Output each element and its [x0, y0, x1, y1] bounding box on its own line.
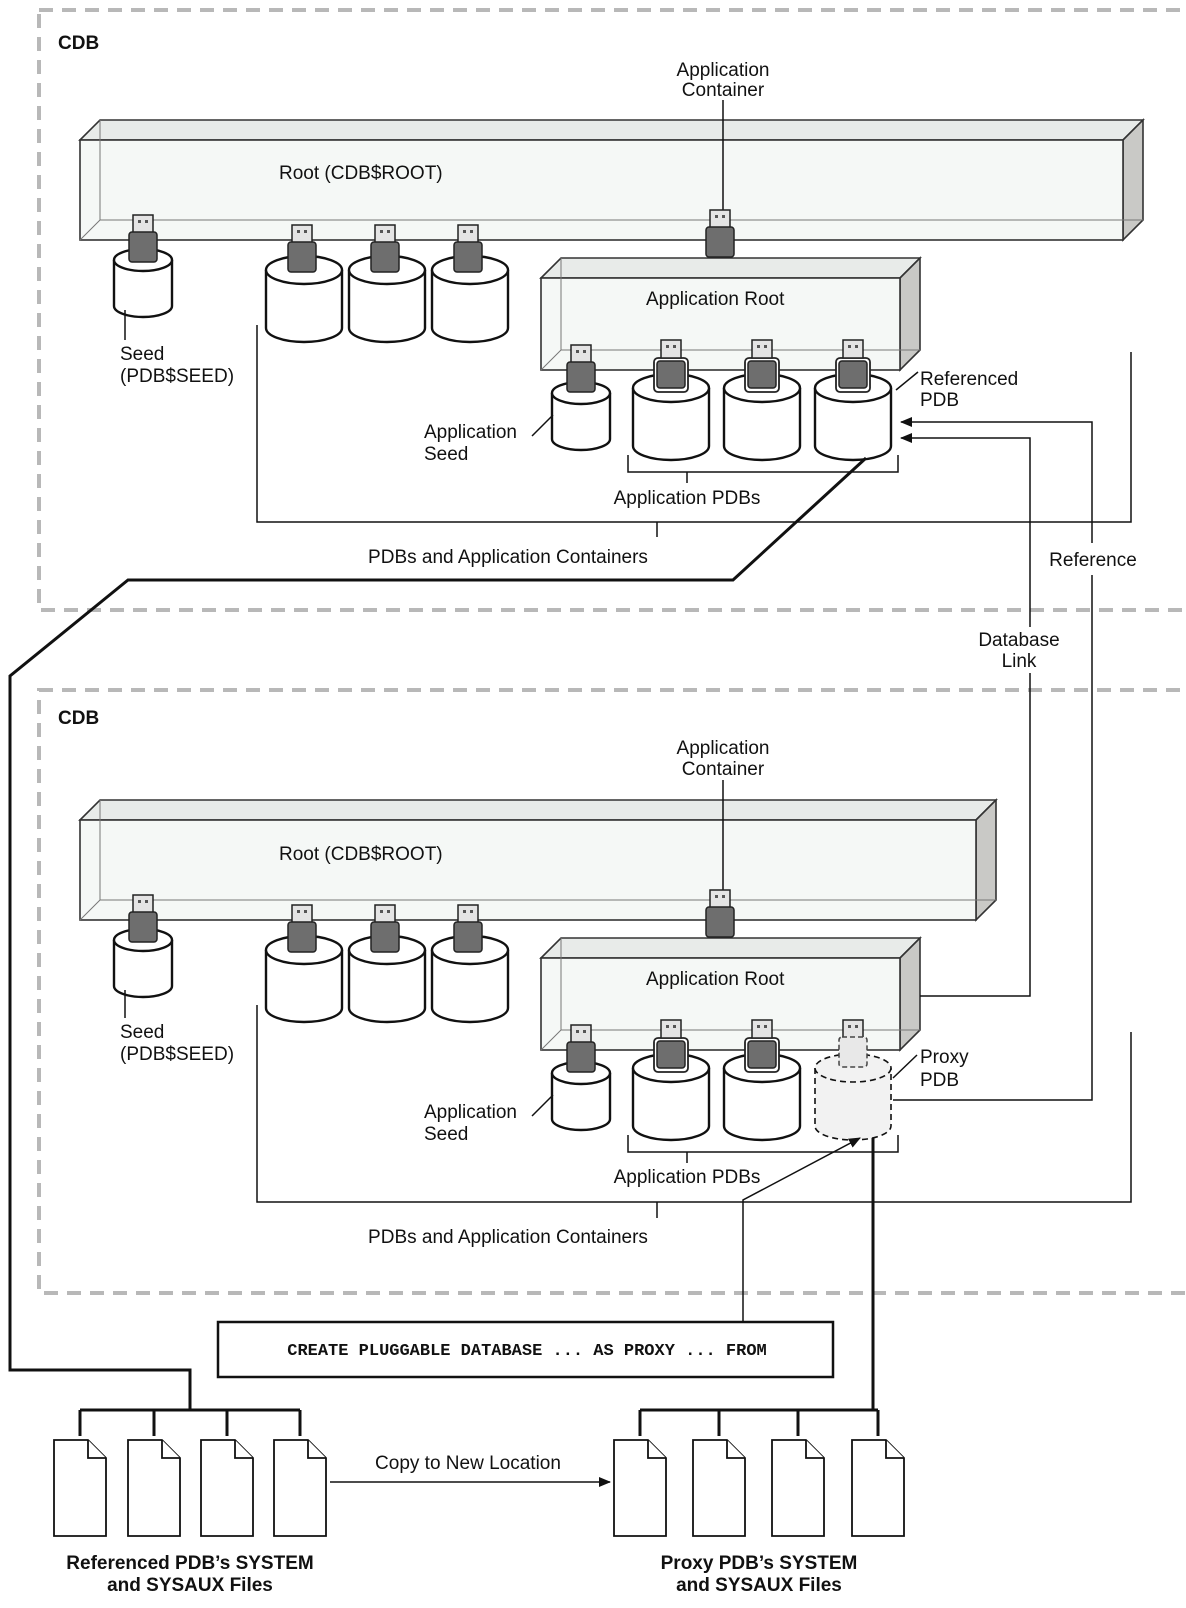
- proxy-pdb-plug-icon: [838, 1019, 868, 1068]
- app-seed-plug-icon-top: [566, 344, 596, 393]
- app-container-label-bottom-1: Application: [677, 738, 770, 759]
- app-seed-label-bottom-1: Application: [424, 1102, 517, 1123]
- pdbs-containers-label-bottom: PDBs and Application Containers: [368, 1227, 648, 1248]
- pdbs-containers-label-top: PDBs and Application Containers: [368, 547, 648, 568]
- seed-plug-icon-bottom: [128, 894, 158, 943]
- cdb-boundary-bottom: [37, 688, 1186, 1295]
- proxy-pdb-cylinder: [814, 1053, 892, 1141]
- pdb-plug-icon-bottom-3: [453, 904, 483, 953]
- root-container-bottom: [78, 798, 998, 922]
- sql-statement-box: [216, 1320, 835, 1379]
- proxy-files-caption-2: and SYSAUX Files: [676, 1575, 842, 1596]
- pdb-plug-icon-top-1: [287, 224, 317, 273]
- sql-statement-text: CREATE PLUGGABLE DATABASE ... AS PROXY .…: [287, 1342, 766, 1361]
- seed-label-bottom-2: (PDB$SEED): [120, 1044, 234, 1065]
- app-root-container-top: [539, 256, 922, 372]
- app-container-plug-icon-top: [705, 209, 735, 258]
- referenced-file-icon-1: [53, 1439, 107, 1537]
- referenced-file-icon-2: [127, 1439, 181, 1537]
- referenced-files-connector: [8, 456, 868, 1410]
- referenced-files-caption-1: Referenced PDB’s SYSTEM: [66, 1553, 313, 1574]
- pdb-plug-icon-top-3: [453, 224, 483, 273]
- referenced-file-icon-4: [273, 1439, 327, 1537]
- cdb-label-top: CDB: [58, 33, 99, 54]
- seed-label-top-1: Seed: [120, 344, 164, 365]
- seed-plug-icon-top: [128, 214, 158, 263]
- database-link-connector: [900, 433, 1031, 997]
- app-container-label-top-1: Application: [677, 60, 770, 81]
- app-container-plug-icon-bottom: [705, 889, 735, 938]
- app-pdbs-label-top: Application PDBs: [614, 488, 761, 509]
- app-seed-label-top-1: Application: [424, 422, 517, 443]
- proxy-files-caption-1: Proxy PDB’s SYSTEM: [661, 1553, 858, 1574]
- app-root-label-bottom: Application Root: [646, 969, 785, 990]
- sql-to-proxy-arrow: [742, 1137, 861, 1322]
- app-root-container-bottom: [539, 936, 922, 1052]
- seed-label-top-2: (PDB$SEED): [120, 366, 234, 387]
- app-seed-plug-icon-bottom: [566, 1024, 596, 1073]
- root-container-top: [78, 118, 1145, 242]
- app-seed-label-bottom-2: Seed: [424, 1124, 468, 1145]
- proxy-pdb-label-2: PDB: [920, 1070, 959, 1091]
- root-label-bottom: Root (CDB$ROOT): [279, 844, 443, 865]
- app-pdbs-label-bottom: Application PDBs: [614, 1167, 761, 1188]
- pdb-plug-icon-top-2: [370, 224, 400, 273]
- pdb-plug-icon-bottom-2: [370, 904, 400, 953]
- database-link-label-1: Database: [978, 630, 1059, 651]
- referenced-files-caption-2: and SYSAUX Files: [107, 1575, 273, 1596]
- root-label-top: Root (CDB$ROOT): [279, 163, 443, 184]
- app-seed-label-top-2: Seed: [424, 444, 468, 465]
- referenced-file-icon-3: [200, 1439, 254, 1537]
- cdb-label-bottom: CDB: [58, 708, 99, 729]
- app-container-label-bottom-2: Container: [682, 759, 765, 780]
- proxy-file-icon-3: [771, 1439, 825, 1537]
- app-container-label-top-2: Container: [682, 80, 765, 101]
- app-root-label-top: Application Root: [646, 289, 785, 310]
- reference-connector: [893, 417, 1093, 1101]
- proxy-pdb-label-1: Proxy: [920, 1047, 969, 1068]
- database-link-label-2: Link: [1002, 651, 1037, 672]
- seed-label-bottom-1: Seed: [120, 1022, 164, 1043]
- referenced-pdb-label-2: PDB: [920, 390, 959, 411]
- reference-label: Reference: [1049, 550, 1137, 571]
- cdb-boundary-top: [37, 8, 1186, 612]
- referenced-pdb-label-1: Referenced: [920, 369, 1018, 390]
- copy-label: Copy to New Location: [375, 1453, 561, 1474]
- proxy-file-icon-1: [613, 1439, 667, 1537]
- proxy-file-icon-4: [851, 1439, 905, 1537]
- proxy-file-icon-2: [692, 1439, 746, 1537]
- pdb-plug-icon-bottom-1: [287, 904, 317, 953]
